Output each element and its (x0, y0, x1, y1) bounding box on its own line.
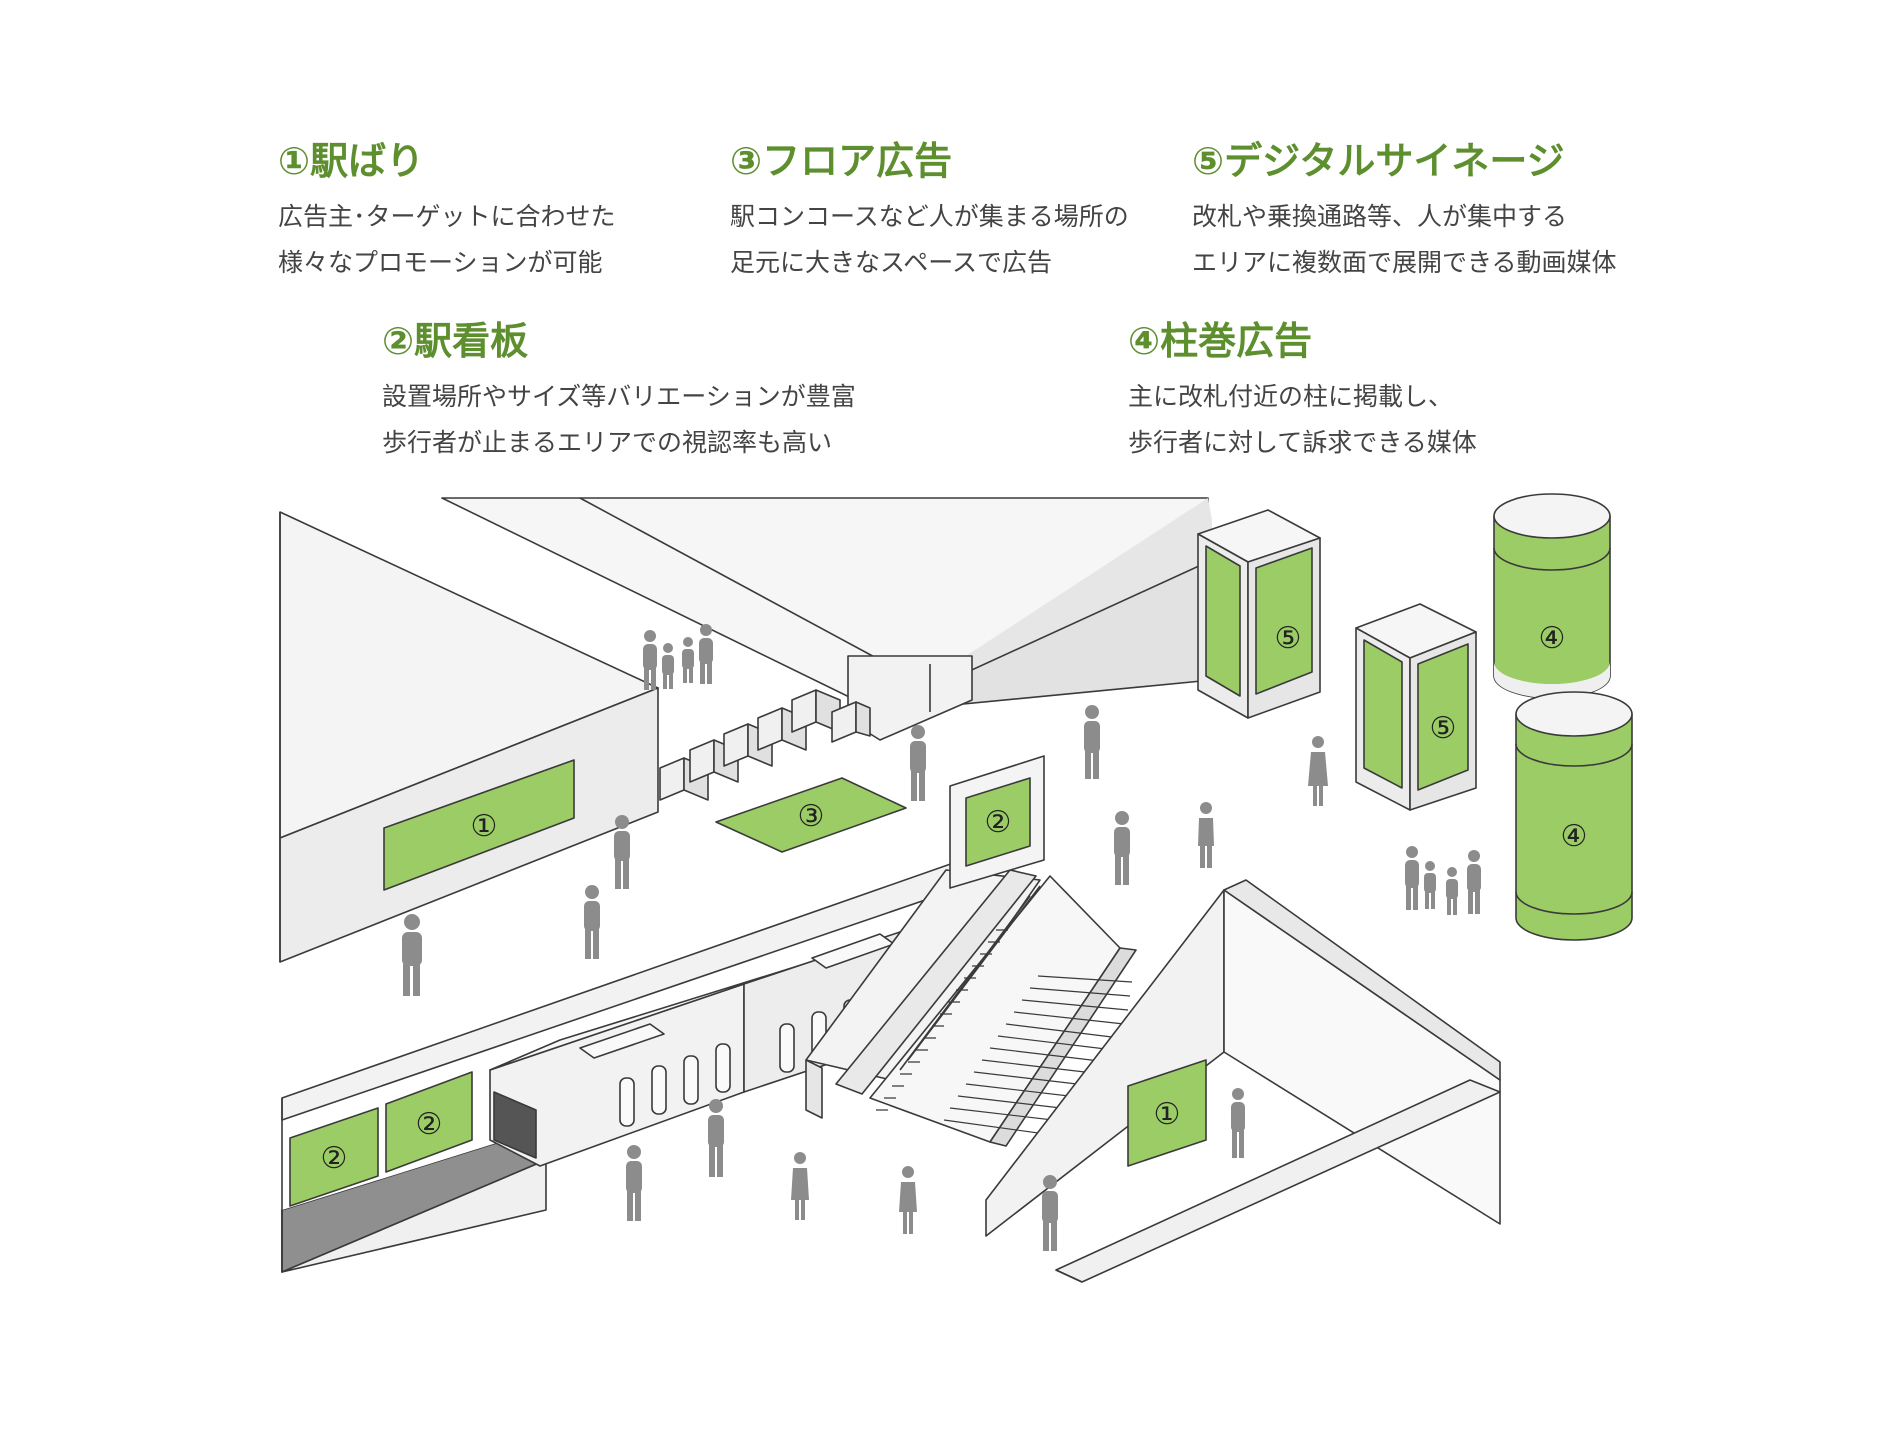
platform-track (281, 859, 973, 1273)
digital-signage-back: ⑤ (1197, 509, 1321, 719)
marker-label: ④ (1539, 621, 1566, 656)
person-figure (1308, 736, 1328, 806)
person-figure (708, 1099, 724, 1177)
legend-line: 歩行者が止まるエリアでの視認率も高い (382, 428, 833, 457)
legend-line: 駅コンコースなど人が集まる場所の (730, 202, 1129, 231)
person-figure (1198, 802, 1214, 868)
platform-signs: ② ② (289, 1071, 473, 1207)
legend-description: 広告主･ターゲットに合わせた 様々なプロモーションが可能 (278, 194, 616, 286)
person-figure (626, 1145, 642, 1221)
legend-description: 駅コンコースなど人が集まる場所の 足元に大きなスペースで広告 (730, 194, 1129, 286)
marker-label: ② (416, 1107, 443, 1142)
person-figure (1042, 1175, 1058, 1251)
marker-label: ② (985, 805, 1012, 840)
person-figure (1231, 1088, 1245, 1158)
person-figure (1446, 867, 1458, 915)
marker-label: ④ (1561, 819, 1588, 854)
person-figure (402, 914, 422, 996)
marker-label: ⑤ (1275, 621, 1302, 656)
marker-label: ⑤ (1430, 711, 1457, 746)
legend-line: 設置場所やサイズ等バリエーションが豊富 (382, 382, 856, 411)
right-lower-wall: ① (985, 879, 1501, 1283)
legend-description: 改札や乗換通路等、人が集中する エリアに複数面で展開できる動画媒体 (1192, 194, 1617, 286)
escalator-sign: ② (949, 755, 1045, 889)
legend-description: 設置場所やサイズ等バリエーションが豊富 歩行者が止まるエリアでの視認率も高い (382, 374, 856, 466)
ticket-gates (659, 689, 871, 801)
pillar-wrap-top: ④ (1493, 493, 1611, 699)
legend-item-3: ③フロア広告 駅コンコースなど人が集まる場所の 足元に大きなスペースで広告 (730, 138, 1129, 286)
person-figure (1467, 850, 1481, 914)
person-figure (584, 885, 600, 959)
legend-line: 歩行者に対して訴求できる媒体 (1128, 428, 1477, 457)
marker-label: ③ (798, 799, 825, 834)
legend-title: ②駅看板 (382, 319, 529, 363)
legend-title: ③フロア広告 (730, 139, 953, 183)
legend-item-4: ④柱巻広告 主に改札付近の柱に掲載し、 歩行者に対して訴求できる媒体 (1128, 318, 1477, 466)
person-figure (791, 1152, 809, 1220)
person-figure (662, 643, 674, 689)
person-figure (682, 637, 694, 683)
marker-label: ① (1154, 1097, 1181, 1132)
legend-line: 広告主･ターゲットに合わせた (278, 202, 616, 231)
person-figure (1405, 846, 1419, 910)
wall-poster-left (383, 759, 575, 891)
marker-label: ② (321, 1141, 348, 1176)
person-figure (910, 725, 926, 801)
digital-signage-front: ⑤ (1355, 603, 1477, 811)
left-wall-block: ① (279, 511, 659, 963)
pedestrians (402, 624, 1481, 1251)
person-figure (1424, 861, 1436, 909)
legend-item-5: ⑤デジタルサイネージ 改札や乗換通路等、人が集中する エリアに複数面で展開できる… (1192, 138, 1617, 286)
train (489, 931, 901, 1167)
legend-title: ④柱巻広告 (1128, 319, 1313, 363)
person-figure (699, 624, 713, 684)
person-figure (1114, 811, 1130, 885)
pillar-wrap-bottom: ④ (1515, 691, 1633, 941)
marker-label: ① (471, 809, 498, 844)
person-figure (643, 630, 657, 690)
legend-line: 足元に大きなスペースで広告 (730, 248, 1053, 277)
legend-description: 主に改札付近の柱に掲載し、 歩行者に対して訴求できる媒体 (1128, 374, 1477, 466)
legend-line: 主に改札付近の柱に掲載し、 (1128, 382, 1454, 411)
legend-item-2: ②駅看板 設置場所やサイズ等バリエーションが豊富 歩行者が止まるエリアでの視認率… (382, 318, 856, 466)
escalator-stairs (805, 869, 1137, 1147)
upper-concourse-slab (441, 497, 1213, 741)
legend-line: 改札や乗換通路等、人が集中する (1192, 202, 1568, 231)
floor-ad: ③ (715, 777, 907, 853)
legend-line: 様々なプロモーションが可能 (278, 248, 603, 277)
legend-title: ①駅ばり (278, 139, 425, 183)
legend-line: エリアに複数面で展開できる動画媒体 (1192, 248, 1617, 277)
person-figure (614, 815, 630, 889)
person-figure (1084, 705, 1100, 779)
legend-title: ⑤デジタルサイネージ (1192, 139, 1565, 183)
person-figure (899, 1166, 917, 1234)
legend-item-1: ①駅ばり 広告主･ターゲットに合わせた 様々なプロモーションが可能 (278, 138, 616, 286)
